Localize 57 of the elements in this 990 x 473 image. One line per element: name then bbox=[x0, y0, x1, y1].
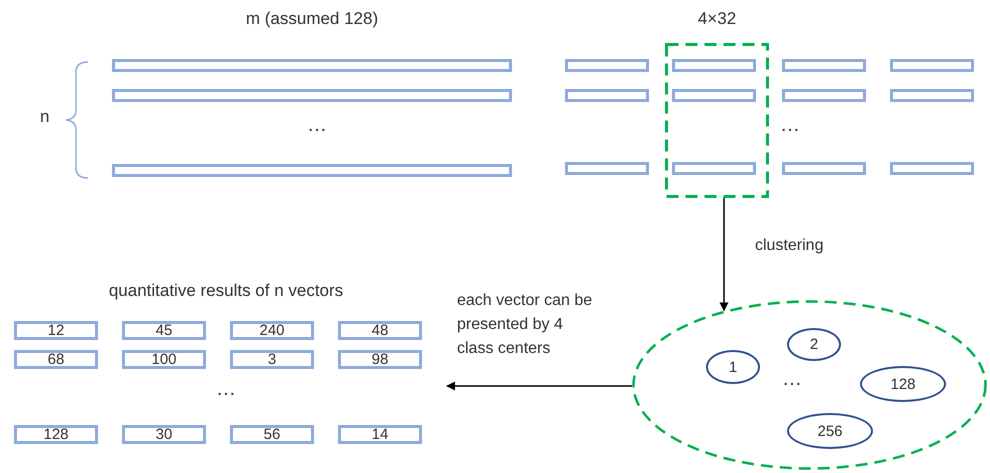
node-label: 68 bbox=[48, 352, 64, 367]
node-label: 12 bbox=[48, 323, 64, 338]
value-bar bbox=[230, 321, 314, 340]
node-label: 1 bbox=[728, 360, 738, 374]
arrow bbox=[720, 198, 728, 312]
value-bar bbox=[122, 425, 206, 444]
node-label: 14 bbox=[372, 427, 388, 442]
vector-bar bbox=[112, 164, 512, 177]
text-label: 4×32 bbox=[698, 8, 736, 30]
vector-bar bbox=[890, 89, 974, 102]
node-label: 128 bbox=[890, 376, 916, 392]
vector-bar bbox=[565, 89, 649, 102]
text-label: quantitative results of n vectors bbox=[108, 280, 344, 302]
node-label: 45 bbox=[156, 323, 172, 338]
node-label: 98 bbox=[372, 352, 388, 367]
arrow bbox=[446, 382, 632, 390]
value-bar bbox=[338, 425, 422, 444]
class-center-ellipse bbox=[787, 413, 873, 449]
ellipsis: … bbox=[780, 113, 800, 138]
vector-bar bbox=[672, 59, 756, 72]
class-center-ellipse bbox=[860, 366, 946, 402]
text-label: n bbox=[40, 106, 50, 128]
node-label: 128 bbox=[43, 427, 69, 442]
class-center-ellipse bbox=[706, 350, 760, 384]
vector-bar bbox=[565, 59, 649, 72]
vector-bar bbox=[890, 59, 974, 72]
ellipsis: … bbox=[307, 113, 327, 138]
value-bar bbox=[14, 321, 98, 340]
value-bar bbox=[122, 350, 206, 369]
value-bar bbox=[230, 350, 314, 369]
text-label: m (assumed 128) bbox=[246, 8, 378, 30]
vector-bar bbox=[782, 89, 866, 102]
vector-bar bbox=[672, 162, 756, 175]
node-label: 56 bbox=[264, 427, 280, 442]
value-bar bbox=[14, 350, 98, 369]
node-label: 240 bbox=[259, 323, 285, 338]
value-bar bbox=[14, 425, 98, 444]
value-bar bbox=[230, 425, 314, 444]
vector-bar bbox=[782, 59, 866, 72]
node-label: 3 bbox=[268, 352, 276, 367]
vector-bar bbox=[782, 162, 866, 175]
vector-bar bbox=[890, 162, 974, 175]
vector-bar bbox=[672, 89, 756, 102]
node-label: 30 bbox=[156, 427, 172, 442]
ellipsis: … bbox=[782, 367, 802, 392]
vector-bar bbox=[112, 89, 512, 102]
value-bar bbox=[338, 321, 422, 340]
value-bar bbox=[338, 350, 422, 369]
value-bar bbox=[122, 321, 206, 340]
vector-bar bbox=[112, 59, 512, 72]
node-label: 100 bbox=[151, 352, 177, 367]
node-label: 2 bbox=[810, 337, 818, 352]
class-center-ellipse bbox=[787, 328, 841, 361]
node-label: 256 bbox=[817, 424, 843, 438]
ellipsis: … bbox=[216, 377, 236, 402]
vector-bar bbox=[565, 162, 649, 175]
node-label: 48 bbox=[372, 323, 388, 338]
